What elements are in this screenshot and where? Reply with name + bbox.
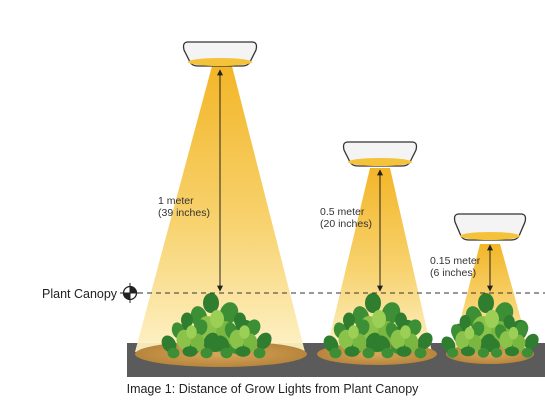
distance-label-2-line2: (20 inches)	[320, 218, 372, 230]
figure-caption: Image 1: Distance of Grow Lights from Pl…	[126, 382, 419, 396]
crosshair-icon	[120, 283, 140, 303]
lamp-icon	[182, 41, 258, 67]
lamp-icon	[453, 213, 527, 241]
distance-label-1-line2: (39 inches)	[158, 207, 210, 219]
distance-label-2: 0.5 meter (20 inches)	[320, 206, 372, 230]
distance-label-3-line1: 0.15 meter	[430, 255, 481, 267]
canopy-label: Plant Canopy	[42, 287, 118, 301]
distance-label-1: 1 meter (39 inches)	[158, 195, 210, 219]
distance-label-3: 0.15 meter (6 inches)	[430, 255, 480, 279]
distance-label-3-line2: (6 inches)	[430, 267, 477, 279]
distance-label-2-line1: 0.5 meter	[320, 206, 365, 218]
lamp-icon	[342, 141, 418, 167]
distance-label-1-line1: 1 meter	[158, 195, 194, 207]
